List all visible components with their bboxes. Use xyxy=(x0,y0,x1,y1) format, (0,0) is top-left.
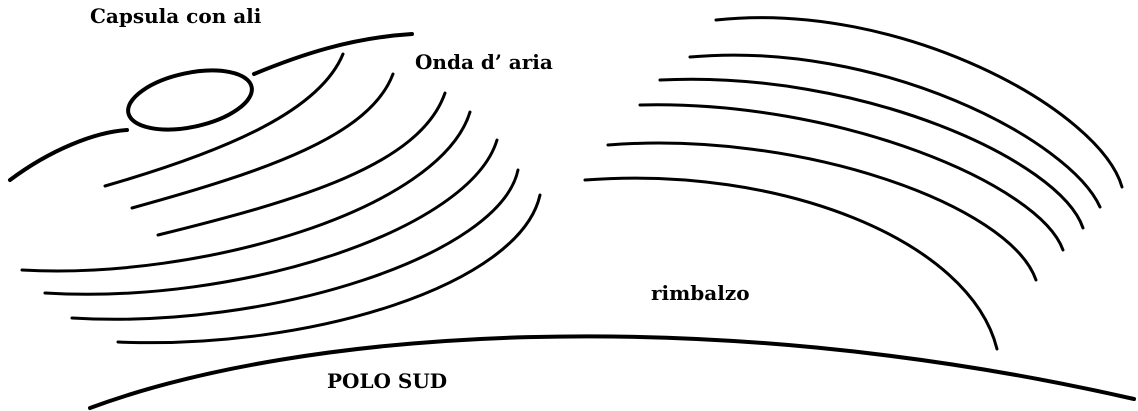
south-pole-label: POLO SUD xyxy=(327,371,447,391)
wave-arc-6 xyxy=(72,170,518,319)
wave-arc-1 xyxy=(105,54,343,186)
capsule-body xyxy=(123,60,257,139)
winged-capsule xyxy=(10,34,412,180)
wave-arc-7 xyxy=(118,195,540,343)
bounce-arc-3 xyxy=(660,79,1083,228)
bounce-arc-5 xyxy=(608,143,1036,280)
bounce-arc-6 xyxy=(585,178,997,349)
bounce-label: rimbalzo xyxy=(651,283,750,303)
air-wave-label: Onda d’ aria xyxy=(415,52,553,72)
south-pole-surface xyxy=(90,336,1134,408)
bounce-arc-2 xyxy=(690,55,1100,207)
capsule-wing-left xyxy=(10,130,127,180)
incoming-air-wave xyxy=(22,54,540,343)
capsule-wing-right xyxy=(254,34,412,74)
wave-arc-3 xyxy=(158,93,445,235)
wave-arc-2 xyxy=(132,74,393,208)
capsule-label: Capsula con ali xyxy=(90,6,261,26)
bounce-arc-4 xyxy=(640,105,1063,250)
